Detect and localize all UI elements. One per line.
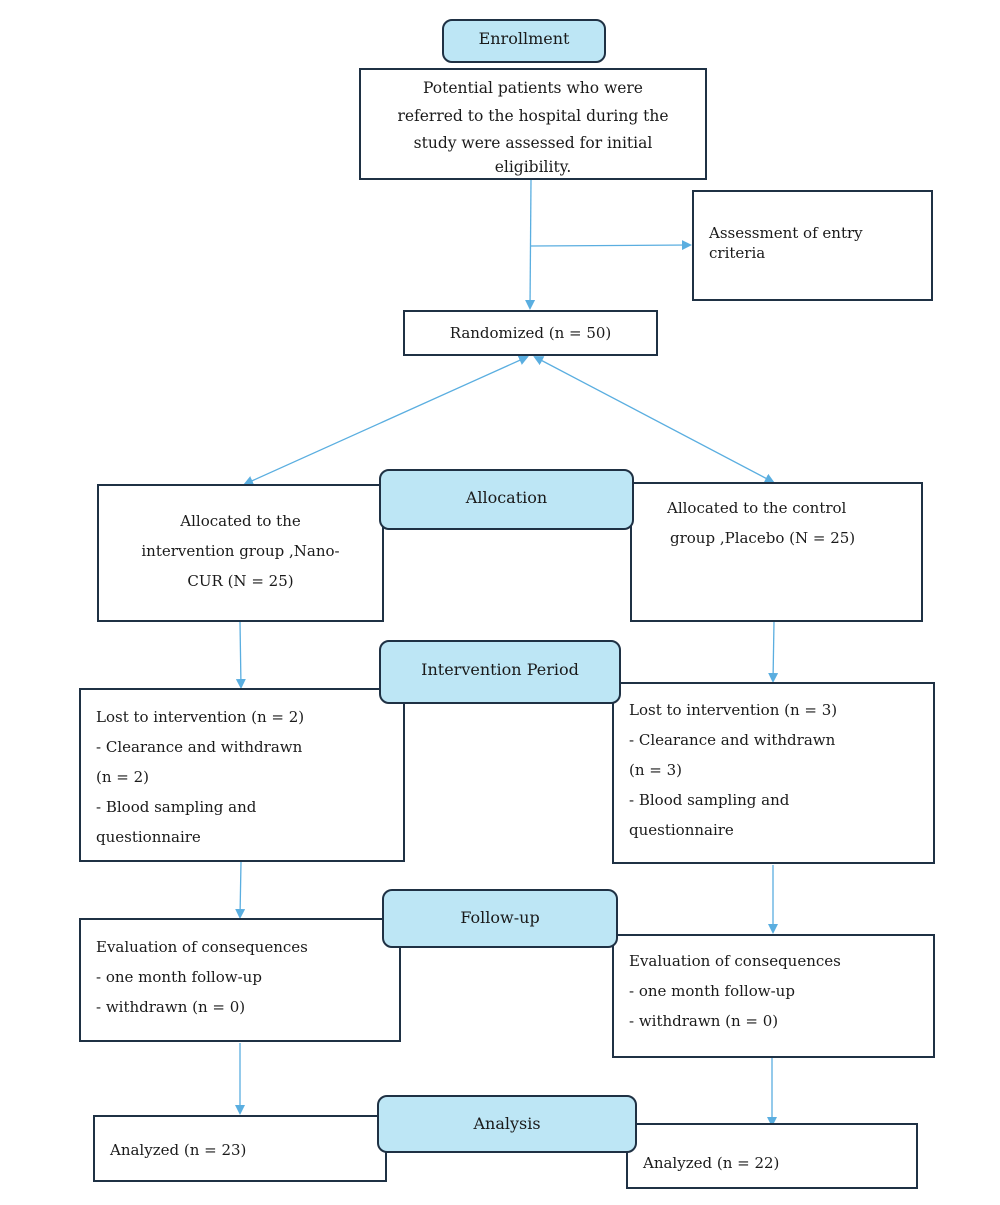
evaluation-right-box: Evaluation of consequences - one month f… (612, 934, 935, 1058)
arrow-randomized-to-control (533, 356, 775, 483)
analyzed-left-label: Analyzed (n = 23) (110, 1141, 247, 1159)
allocation-right-line-2: group ,Placebo (N = 25) (670, 529, 856, 547)
lost-left-line-1: Lost to intervention (n = 2) (96, 708, 305, 726)
evaluation-left-line-2: - one month follow-up (96, 968, 262, 986)
stage-allocation-label: Allocation (465, 488, 548, 507)
stage-follow-up: Follow-up (382, 889, 618, 948)
entry-criteria-line-2: criteria (709, 244, 766, 262)
lost-intervention-left-box: Lost to intervention (n = 2) - Clearance… (79, 688, 405, 862)
lost-right-line-5: questionnaire (629, 821, 734, 839)
arrow-to-entry-criteria (530, 240, 692, 251)
screening-line-4: eligibility. (494, 158, 572, 176)
arrow-left-allocation-to-lost (235, 621, 246, 689)
lost-left-line-4: - Blood sampling and (96, 798, 257, 816)
lost-right-line-2: - Clearance and withdrawn (629, 731, 836, 749)
lost-right-line-1: Lost to intervention (n = 3) (629, 701, 838, 719)
stage-analysis: Analysis (377, 1095, 637, 1153)
evaluation-left-line-1: Evaluation of consequences (96, 938, 308, 956)
lost-left-line-3: (n = 2) (96, 768, 150, 786)
allocation-right-line-1: Allocated to the control (667, 499, 847, 517)
screening-box: Potential patients who were referred to … (359, 68, 707, 180)
lost-right-line-3: (n = 3) (629, 761, 683, 779)
analyzed-right-box: Analyzed (n = 22) (626, 1123, 918, 1189)
entry-criteria-line-1: Assessment of entry (709, 224, 863, 242)
evaluation-left-line-3: - withdrawn (n = 0) (96, 998, 246, 1016)
randomized-box: Randomized (n = 50) (403, 310, 658, 356)
allocation-intervention-box: Allocated to the intervention group ,Nan… (97, 484, 384, 622)
stage-follow-up-label: Follow-up (460, 908, 540, 927)
arrow-screening-to-randomized (525, 179, 536, 310)
analyzed-left-box: Analyzed (n = 23) (93, 1115, 387, 1182)
lost-left-line-5: questionnaire (96, 828, 201, 846)
analyzed-right-label: Analyzed (n = 22) (643, 1154, 780, 1172)
stage-intervention-period-label: Intervention Period (421, 660, 579, 679)
arrow-right-allocation-to-lost (768, 621, 779, 683)
stage-analysis-label: Analysis (473, 1114, 541, 1133)
lost-intervention-right-box: Lost to intervention (n = 3) - Clearance… (612, 682, 935, 864)
screening-line-2: referred to the hospital during the (397, 107, 669, 125)
evaluation-right-line-2: - one month follow-up (629, 982, 795, 1000)
stage-enrollment: Enrollment (442, 19, 606, 63)
evaluation-left-box: Evaluation of consequences - one month f… (79, 918, 401, 1042)
allocation-control-box: Allocated to the control group ,Placebo … (630, 482, 923, 622)
evaluation-right-line-1: Evaluation of consequences (629, 952, 841, 970)
stage-allocation: Allocation (379, 469, 634, 530)
randomized-label: Randomized (n = 50) (449, 324, 612, 342)
allocation-left-line-3: CUR (N = 25) (187, 572, 294, 590)
lost-left-line-2: - Clearance and withdrawn (96, 738, 303, 756)
screening-line-3: study were assessed for initial (413, 134, 653, 152)
stage-enrollment-label: Enrollment (478, 29, 570, 48)
arrow-randomized-to-intervention (243, 355, 529, 486)
screening-line-1: Potential patients who were (423, 79, 643, 97)
entry-criteria-box: Assessment of entry criteria (692, 190, 933, 301)
lost-right-line-4: - Blood sampling and (629, 791, 790, 809)
arrow-left-lost-to-evaluation (235, 861, 246, 919)
allocation-left-line-2: intervention group ,Nano- (141, 542, 340, 560)
evaluation-right-line-3: - withdrawn (n = 0) (629, 1012, 779, 1030)
allocation-left-line-1: Allocated to the (180, 512, 301, 530)
stage-intervention-period: Intervention Period (379, 640, 621, 704)
